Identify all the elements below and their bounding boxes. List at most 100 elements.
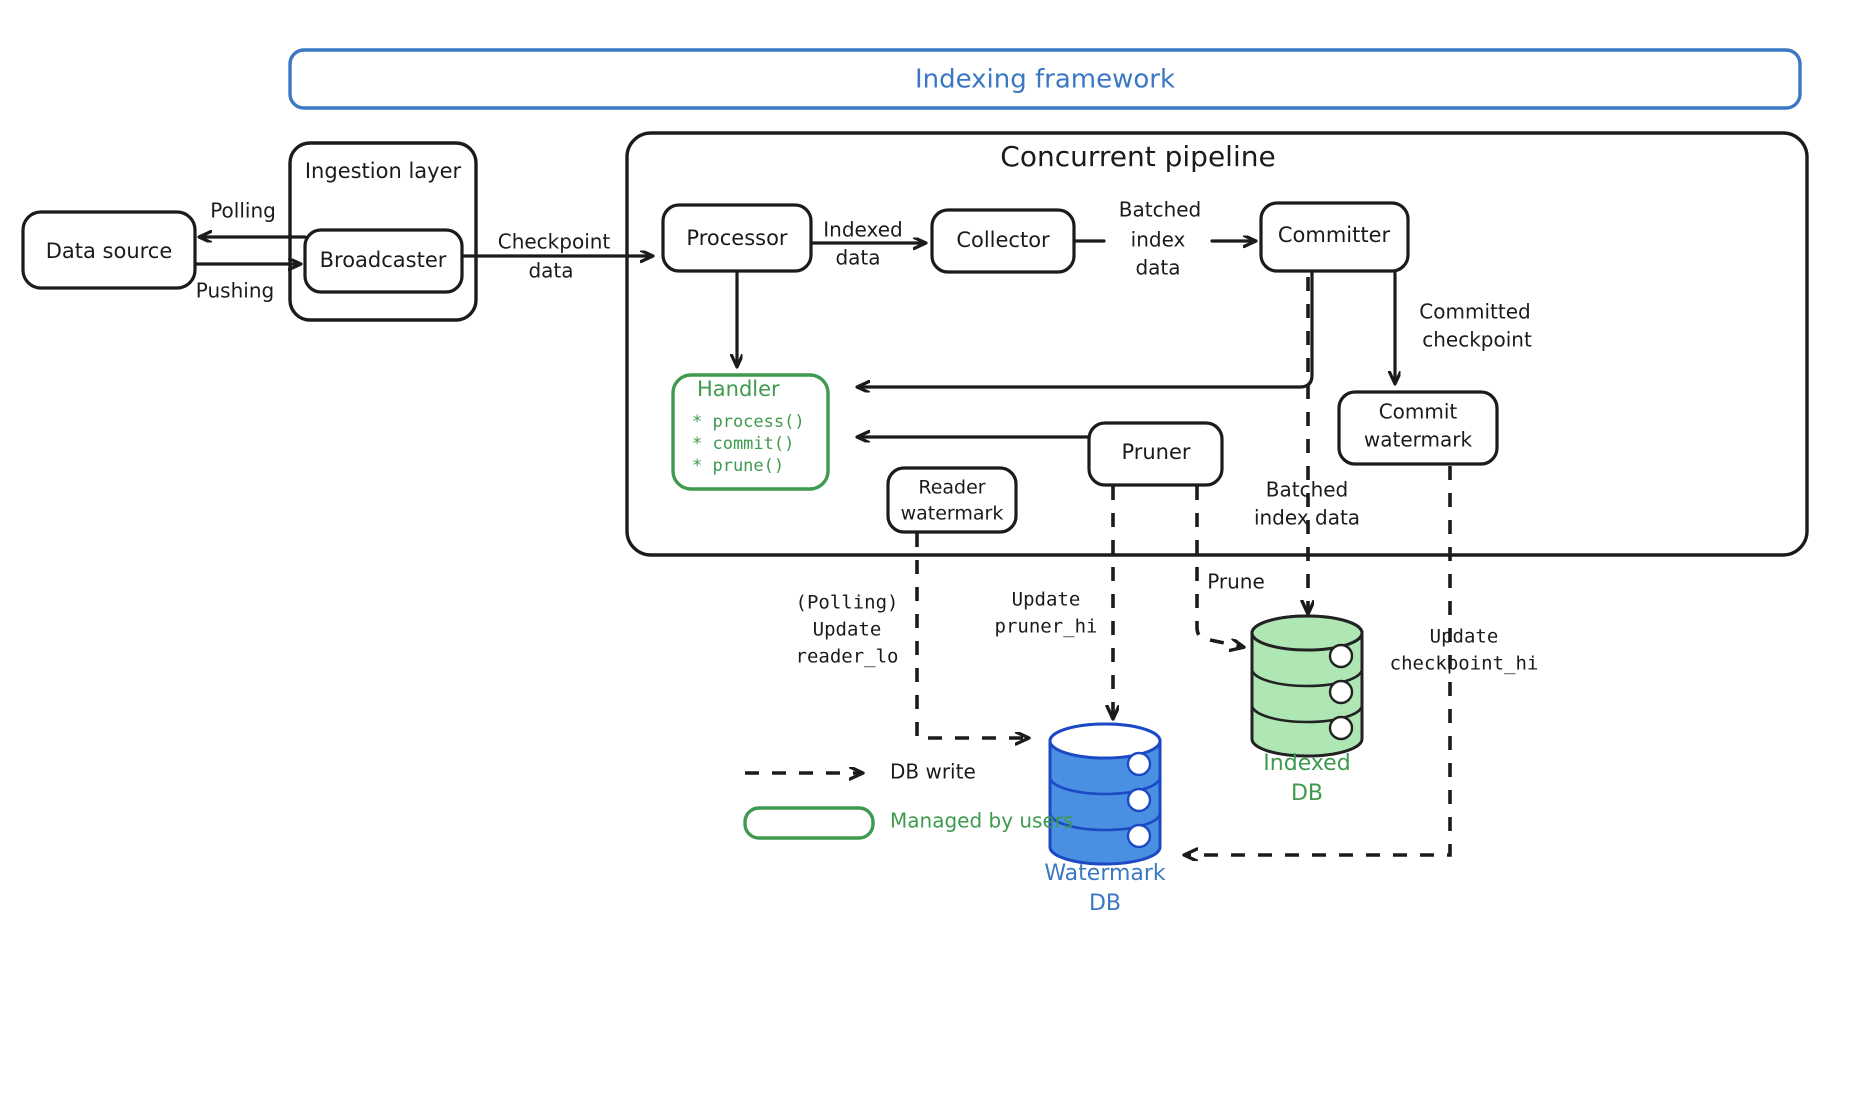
indexing-framework-border xyxy=(288,48,1802,110)
legend: DB write Managed by users xyxy=(743,760,1073,840)
ingestion-layer-label: Ingestion layer xyxy=(305,159,462,183)
legend-managed-swatch xyxy=(743,806,875,840)
update-checkpoint-label-1: Update xyxy=(1430,626,1499,648)
data-source-box[interactable] xyxy=(21,210,197,290)
polling-update-label-3: reader_lo xyxy=(796,646,899,668)
pushing-label: Pushing xyxy=(196,279,274,303)
edge-polling: Polling xyxy=(200,199,307,238)
handler-method-process: * process() xyxy=(692,412,805,432)
polling-update-label-1: (Polling) xyxy=(796,592,899,614)
handler-method-commit: * commit() xyxy=(692,434,794,454)
update-pruner-label-2: pruner_hi xyxy=(995,616,1098,638)
db-indexed[interactable]: Indexed DB xyxy=(1250,614,1364,806)
batched-label-1: Batched xyxy=(1119,198,1202,222)
watermark-db-indicator-2 xyxy=(1126,787,1152,813)
indexed-db-divider-2 xyxy=(1250,704,1364,724)
indexed-db-divider-1 xyxy=(1250,668,1364,688)
collector-label: Collector xyxy=(956,228,1050,252)
broadcaster-box[interactable] xyxy=(303,228,464,294)
committer-label: Committer xyxy=(1278,223,1391,247)
batched2-label-1: Batched xyxy=(1266,478,1349,502)
handler-box[interactable] xyxy=(671,373,830,491)
edge-indexed-data: Indexed data xyxy=(811,218,925,270)
edge-reader-watermark-db-write: (Polling) Update reader_lo xyxy=(796,533,1028,738)
watermark-db-indicator-1 xyxy=(1126,751,1152,777)
edge-checkpoint-hi-db-write: Update checkpoint_hi xyxy=(1185,466,1538,855)
committer-handler-arrow xyxy=(858,270,1314,387)
collector-box[interactable] xyxy=(930,208,1076,274)
node-processor[interactable]: Processor xyxy=(661,203,813,273)
prune-dashed-arrow xyxy=(1195,486,1243,647)
reader-watermark-dashed-arrow xyxy=(915,533,1028,738)
batched-label-2: index xyxy=(1131,228,1186,252)
watermark-db-label-1: Watermark xyxy=(1044,861,1166,886)
group-indexing-framework: Indexing framework xyxy=(288,48,1802,110)
ingestion-layer-border xyxy=(288,141,478,322)
checkpoint-hi-dashed-arrow xyxy=(1185,466,1452,855)
watermark-db-divider-2 xyxy=(1048,812,1162,832)
processor-box[interactable] xyxy=(661,203,813,273)
data-source-label: Data source xyxy=(46,239,173,263)
legend-managed-label: Managed by users xyxy=(890,809,1073,833)
node-pruner[interactable]: Pruner xyxy=(1087,421,1224,487)
node-reader-watermark[interactable]: Reader watermark xyxy=(886,466,1018,534)
indexed-db-label-2: DB xyxy=(1291,781,1323,806)
concurrent-pipeline-label: Concurrent pipeline xyxy=(1000,140,1275,173)
indexed-db-indicator-2 xyxy=(1328,679,1354,705)
reader-watermark-label-1: Reader xyxy=(918,477,985,499)
commit-watermark-box[interactable] xyxy=(1337,390,1499,466)
handler-title: Handler xyxy=(697,377,780,401)
concurrent-pipeline-border xyxy=(625,131,1809,557)
indexed-db-indicator-1 xyxy=(1328,643,1354,669)
reader-watermark-label-2: watermark xyxy=(901,503,1004,525)
legend-db-write-label: DB write xyxy=(890,760,976,784)
db-watermark[interactable]: Watermark DB xyxy=(1044,722,1166,916)
edge-committed-checkpoint: Committed checkpoint xyxy=(1395,271,1532,383)
indexed-data-label-2: data xyxy=(835,246,880,270)
polling-update-label-2: Update xyxy=(813,619,882,641)
indexed-db-indicator-3 xyxy=(1328,715,1354,741)
update-pruner-label-1: Update xyxy=(1012,589,1081,611)
watermark-db-top xyxy=(1048,722,1162,760)
prune-label: Prune xyxy=(1207,570,1265,594)
group-concurrent-pipeline: Concurrent pipeline xyxy=(625,131,1809,557)
watermark-db-divider-1 xyxy=(1048,776,1162,796)
edge-pushing: Pushing xyxy=(195,264,300,303)
indexing-framework-label: Indexing framework xyxy=(915,65,1175,95)
checkpoint-data-label-2: data xyxy=(528,259,573,283)
edge-checkpoint-data: Checkpoint data xyxy=(462,230,652,283)
processor-label: Processor xyxy=(686,226,788,250)
group-ingestion-layer: Ingestion layer xyxy=(288,141,478,322)
node-handler[interactable]: Handler * process() * commit() * prune() xyxy=(671,373,830,491)
node-committer[interactable]: Committer xyxy=(1259,201,1410,273)
indexed-db-top xyxy=(1250,614,1364,652)
watermark-db-indicator-3 xyxy=(1126,823,1152,849)
pruner-label: Pruner xyxy=(1121,440,1190,464)
committed-checkpoint-label-2: checkpoint xyxy=(1422,328,1532,352)
pruner-box[interactable] xyxy=(1087,421,1224,487)
committed-checkpoint-label-1: Committed xyxy=(1419,300,1530,324)
handler-method-prune: * prune() xyxy=(692,456,784,476)
watermark-db-label-2: DB xyxy=(1089,891,1121,916)
batched2-label-2: index data xyxy=(1254,506,1360,530)
indexed-data-label-1: Indexed xyxy=(823,218,902,242)
edge-prune-db-write: Prune xyxy=(1195,486,1265,647)
reader-watermark-box[interactable] xyxy=(886,466,1018,534)
node-broadcaster[interactable]: Broadcaster xyxy=(303,228,464,294)
broadcaster-label: Broadcaster xyxy=(320,248,447,272)
node-commit-watermark[interactable]: Commit watermark xyxy=(1337,390,1499,466)
edge-batched-index-data: Batched index data xyxy=(1074,198,1255,280)
node-data-source[interactable]: Data source xyxy=(21,210,197,290)
polling-label: Polling xyxy=(210,199,276,223)
checkpoint-data-label-1: Checkpoint xyxy=(498,230,611,254)
node-collector[interactable]: Collector xyxy=(930,208,1076,274)
edge-pruner-hi-db-write: Update pruner_hi xyxy=(995,486,1113,718)
edge-batched-index-data-db-write: Batched index data xyxy=(1254,277,1360,613)
commit-watermark-label-1: Commit xyxy=(1379,400,1458,424)
edge-committer-to-handler xyxy=(858,270,1314,387)
batched-label-3: data xyxy=(1135,256,1180,280)
committer-box[interactable] xyxy=(1259,201,1410,273)
update-checkpoint-label-2: checkpoint_hi xyxy=(1390,653,1539,675)
